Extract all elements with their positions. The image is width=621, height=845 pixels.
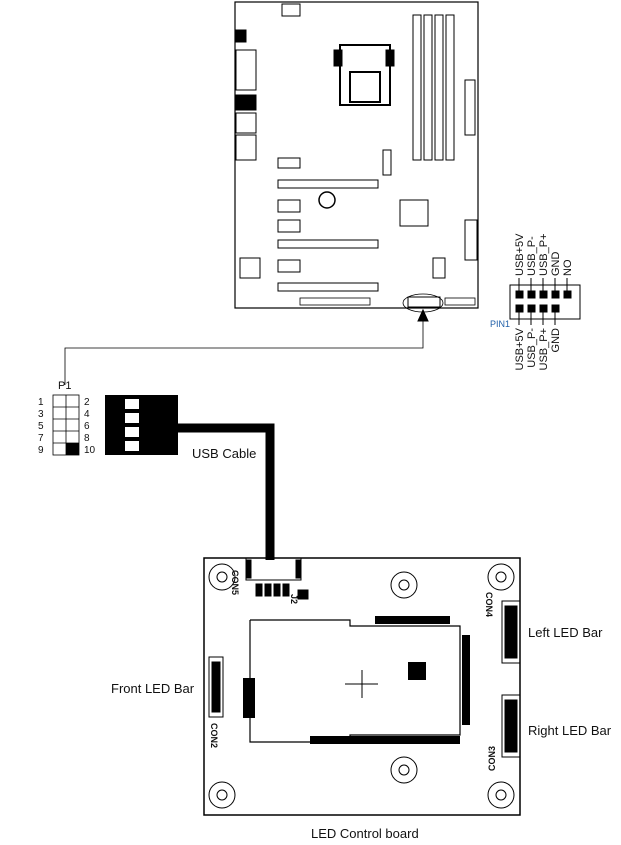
con4-label: CON4 [484,592,494,617]
right-led-bar-label: Right LED Bar [528,723,612,738]
motherboard [234,1,479,313]
usb-cable: USB Cable [105,395,275,560]
p1-title: P1 [58,380,71,392]
leader-line [64,308,429,385]
pin-label-bottom-4: GND [550,328,562,353]
left-led-bar-label: Left LED Bar [528,625,603,640]
j2-label: J2 [289,594,299,604]
p1-pin-9: 9 [38,445,44,456]
usb-header-pinout: USB+5V USB_P- USB_P+ GND NO USB+5V USB_P… [490,233,581,371]
usb-cable-label: USB Cable [192,446,256,461]
pin-label-top-2: USB_P- [526,236,538,276]
p1-pin-5: 5 [38,421,44,432]
con5-label: CON5 [230,570,240,595]
p1-pin-3: 3 [38,409,44,420]
pin-label-bottom-1: USB+5V [514,327,526,370]
p1-pin-6: 6 [84,421,90,432]
p1-pin-1: 1 [38,397,44,408]
led-board-title: LED Control board [311,826,419,841]
pin-label-top-1: USB+5V [514,233,526,276]
p1-pin-7: 7 [38,433,44,444]
con2-label: CON2 [209,723,219,748]
p1-pin-8: 8 [84,433,90,444]
pin-label-bottom-2: USB_P- [526,328,538,368]
con3-label: CON3 [487,746,497,771]
pin-label-top-4: GND [550,252,562,277]
pin1-label: PIN1 [490,319,510,329]
pin-label-top-5: NO [562,259,574,276]
front-led-bar-label: Front LED Bar [111,681,195,696]
pin-label-bottom-3: USB_P+ [538,328,550,371]
led-control-board [203,557,521,816]
p1-pin-10: 10 [84,445,96,456]
p1-connector: P1 1 3 5 7 9 2 4 6 8 10 [38,380,96,456]
p1-pin-2: 2 [84,397,90,408]
p1-pin-4: 4 [84,409,90,420]
pin-label-top-3: USB_P+ [538,234,550,277]
